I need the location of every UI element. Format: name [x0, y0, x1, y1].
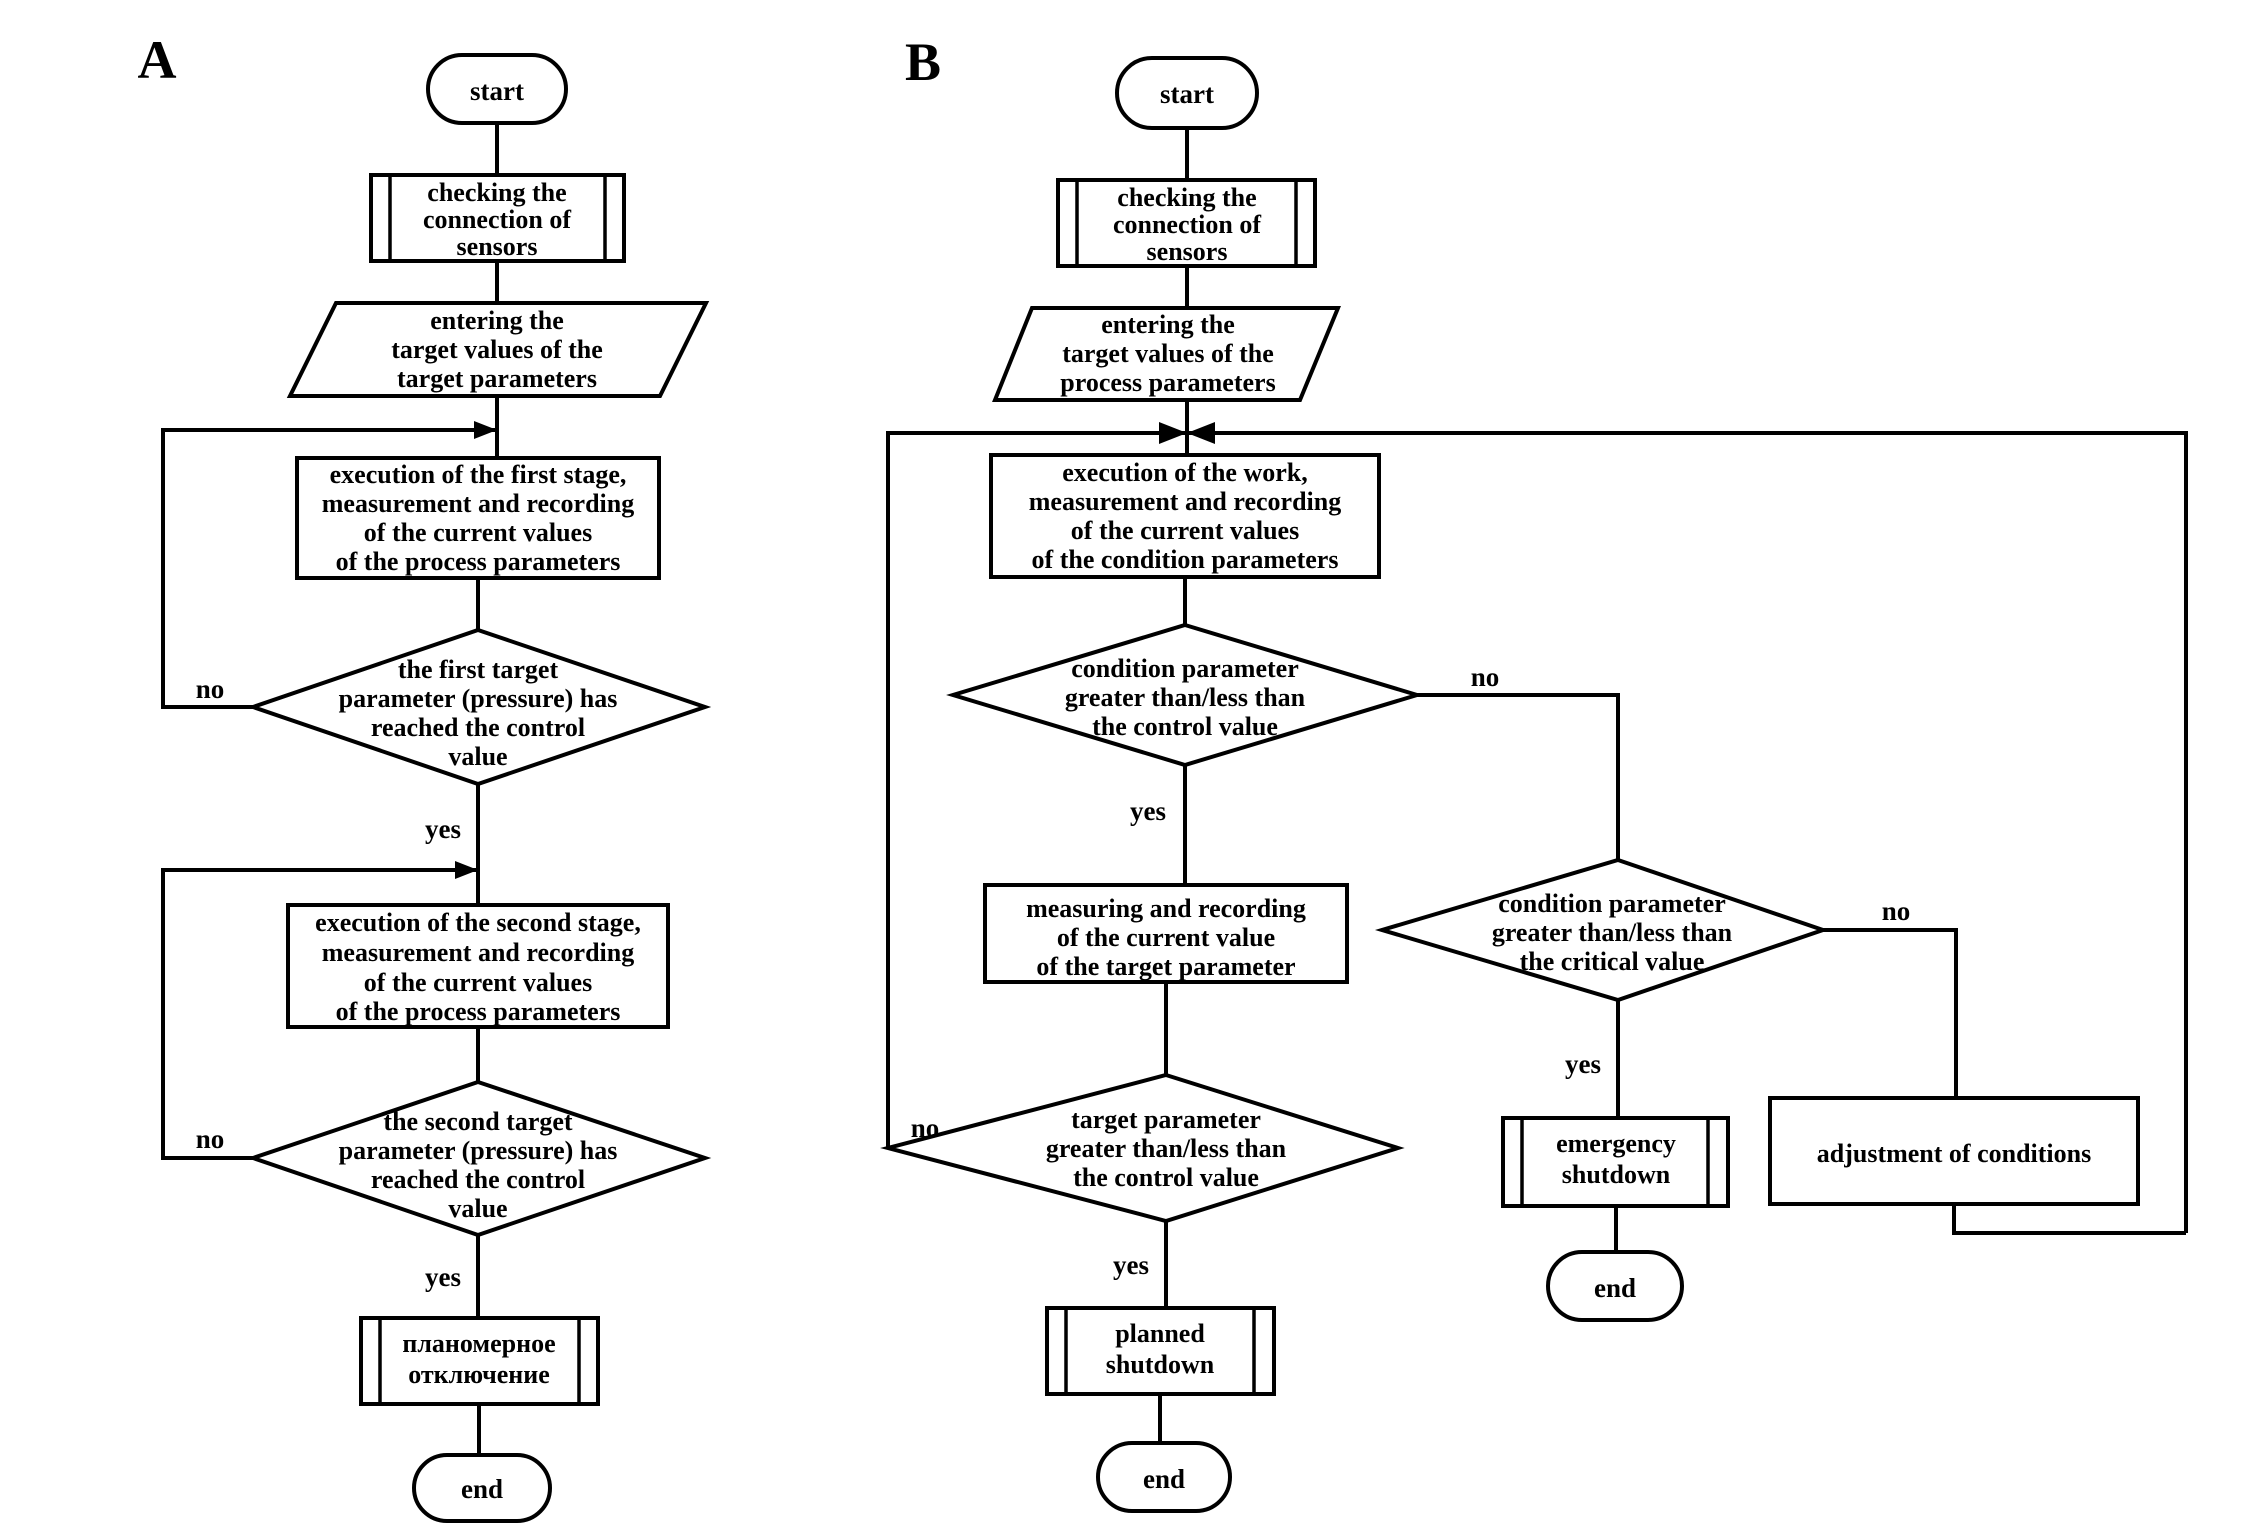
node-b-check-line-3: sensors: [1147, 237, 1228, 266]
edge-b-no-3-label: no: [1882, 896, 1911, 926]
node-b-work-line-3: of the current values: [1071, 516, 1299, 545]
edge-b-yes-3-label: yes: [1565, 1049, 1601, 1079]
node-b-cond-critical-line-3: the critical value: [1520, 947, 1705, 976]
panel-a-label: A: [138, 30, 177, 90]
node-a-check-line-2: connection of: [423, 205, 571, 234]
node-b-check-sensors: checking the connection of sensors: [1056, 178, 1317, 268]
node-a-check-line-1: checking the: [427, 178, 566, 207]
node-a-start: start: [426, 53, 568, 125]
node-a-check-line-3: sensors: [457, 232, 538, 261]
node-b-target-control: target parameter greater than/less than …: [880, 1072, 1405, 1224]
node-b-cond-critical-line-2: greater than/less than: [1492, 918, 1733, 947]
node-a-start-label: start: [470, 76, 524, 106]
node-b-measuring-line-2: of the current value: [1057, 923, 1275, 952]
node-b-measuring: measuring and recording of the current v…: [983, 883, 1349, 984]
node-a-end-label: end: [461, 1474, 503, 1504]
node-a-decision1-line-4: value: [448, 742, 507, 771]
node-a-end: end: [412, 1453, 552, 1523]
edge-b-no-2-label: no: [911, 1113, 940, 1143]
edge-b-cond-no: no: [1417, 662, 1620, 860]
node-a-stage2-line-4: of the process parameters: [336, 997, 621, 1026]
node-b-work-line-1: execution of the work,: [1062, 458, 1308, 487]
node-b-cond-control-line-1: condition parameter: [1071, 654, 1298, 683]
panel-a: A start checking the connection of senso…: [138, 30, 712, 1523]
node-a-stage2-line-1: execution of the second stage,: [315, 908, 641, 937]
node-b-cond-critical-line-1: condition parameter: [1498, 889, 1725, 918]
node-a-decision2-line-2: parameter (pressure) has: [339, 1136, 618, 1165]
node-a-stage1-line-3: of the current values: [364, 518, 592, 547]
edge-b-yes-1-label: yes: [1130, 796, 1166, 826]
node-b-measuring-line-1: measuring and recording: [1026, 894, 1306, 923]
node-a-decision1-line-3: reached the control: [371, 713, 585, 742]
node-a-decision1: the first target parameter (pressure) ha…: [246, 627, 712, 787]
edge-b-adjustment-return: [1952, 1204, 2186, 1235]
node-b-end-emergency: end: [1546, 1250, 1684, 1322]
node-b-check-line-2: connection of: [1113, 210, 1261, 239]
node-a-shutdown-line-1: планомерное: [402, 1329, 555, 1358]
node-b-start-label: start: [1160, 79, 1214, 109]
node-a-stage2-line-3: of the current values: [364, 968, 592, 997]
node-b-emergency-shutdown: emergency shutdown: [1501, 1116, 1730, 1208]
node-b-cond-critical: condition parameter greater than/less th…: [1374, 857, 1830, 1003]
edge-b-no-1-label: no: [1471, 662, 1500, 692]
edge-a-no-loop-2: no: [161, 861, 478, 1160]
node-a-stage2-line-2: measurement and recording: [322, 938, 634, 967]
node-a-entering-line-2: target values of the: [391, 335, 603, 364]
edge-a-no-1-label: no: [196, 674, 225, 704]
node-b-emergency-line-1: emergency: [1556, 1129, 1676, 1158]
node-b-end-planned-label: end: [1143, 1464, 1185, 1494]
node-b-target-line-2: greater than/less than: [1046, 1134, 1287, 1163]
node-a-stage1: execution of the first stage, measuremen…: [295, 456, 661, 580]
node-a-entering-line-3: target parameters: [397, 364, 597, 393]
node-b-cond-control: condition parameter greater than/less th…: [946, 622, 1424, 768]
node-a-shutdown-line-2: отключение: [408, 1360, 550, 1389]
edge-a-yes-2-label: yes: [425, 1262, 461, 1292]
node-a-shutdown: планомерное отключение: [359, 1316, 600, 1406]
node-a-stage2: execution of the second stage, measureme…: [286, 903, 670, 1029]
node-a-stage1-line-1: execution of the first stage,: [330, 460, 627, 489]
node-b-target-line-3: the control value: [1073, 1163, 1259, 1192]
node-b-work-line-4: of the condition parameters: [1032, 545, 1339, 574]
node-b-cond-control-line-2: greater than/less than: [1065, 683, 1306, 712]
node-b-adjustment-label: adjustment of conditions: [1817, 1139, 2091, 1168]
node-b-planned-line-2: shutdown: [1106, 1350, 1215, 1379]
node-b-entering-line-1: entering the: [1101, 310, 1235, 339]
node-a-decision2: the second target parameter (pressure) h…: [246, 1079, 712, 1238]
node-b-emergency-line-2: shutdown: [1562, 1160, 1671, 1189]
node-a-decision2-line-1: the second target: [383, 1107, 573, 1136]
edge-b-yes-2-label: yes: [1113, 1250, 1149, 1280]
node-b-check-line-1: checking the: [1117, 183, 1256, 212]
node-b-cond-control-line-3: the control value: [1092, 712, 1278, 741]
node-a-stage1-line-2: measurement and recording: [322, 489, 634, 518]
node-b-start: start: [1115, 56, 1259, 130]
node-b-adjustment: adjustment of conditions: [1768, 1096, 2140, 1206]
node-a-decision2-line-3: reached the control: [371, 1165, 585, 1194]
node-b-work: execution of the work, measurement and r…: [989, 453, 1381, 579]
node-b-work-line-2: measurement and recording: [1029, 487, 1341, 516]
node-b-planned-line-1: planned: [1115, 1319, 1205, 1348]
node-a-decision1-line-1: the first target: [398, 655, 559, 684]
node-a-stage1-line-4: of the process parameters: [336, 547, 621, 576]
panel-b: B start checking the connection of senso…: [880, 32, 2188, 1513]
node-b-entering-line-2: target values of the: [1062, 339, 1274, 368]
edge-a-no-loop-1: no: [161, 421, 497, 709]
edge-b-critical-no: no: [1823, 896, 1958, 1098]
node-b-measuring-line-3: of the target parameter: [1036, 952, 1295, 981]
node-b-entering-line-3: process parameters: [1060, 368, 1275, 397]
node-b-end-emergency-label: end: [1594, 1273, 1636, 1303]
node-a-decision2-line-4: value: [448, 1194, 507, 1223]
node-a-decision1-line-2: parameter (pressure) has: [339, 684, 618, 713]
node-b-end-planned: end: [1096, 1441, 1232, 1513]
node-a-check-sensors: checking the connection of sensors: [369, 173, 626, 263]
edge-a-no-2-label: no: [196, 1124, 225, 1154]
edge-b-merge-junction: [886, 422, 2188, 1233]
node-a-entering: entering the target values of the target…: [286, 301, 710, 398]
node-b-entering: entering the target values of the proces…: [992, 306, 1341, 402]
node-a-entering-line-1: entering the: [430, 306, 564, 335]
panel-b-label: B: [905, 32, 941, 92]
node-b-target-line-1: target parameter: [1071, 1105, 1261, 1134]
node-b-planned-shutdown: planned shutdown: [1045, 1306, 1276, 1396]
edge-a-yes-1-label: yes: [425, 814, 461, 844]
